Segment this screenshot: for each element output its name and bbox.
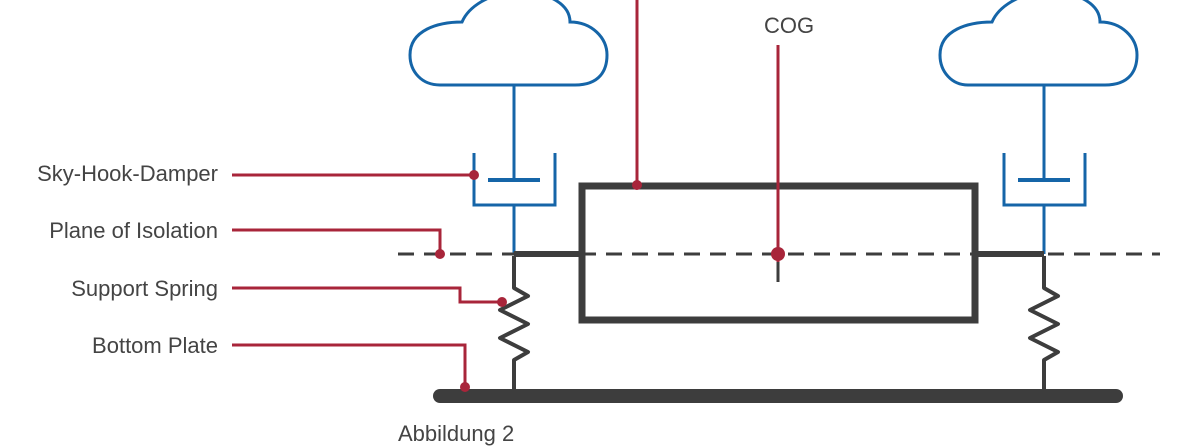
support-spring-leader <box>232 286 502 304</box>
bottom-plate-leader <box>232 343 467 387</box>
plane-of-isolation-leader-dot <box>435 249 445 259</box>
left-spring-icon <box>498 256 530 390</box>
plane-of-isolation-leader <box>232 228 442 254</box>
bottom-plate-label: Bottom Plate <box>92 333 218 358</box>
cog-label: COG <box>764 13 815 38</box>
right-cloud-icon <box>938 0 1139 87</box>
sky-hook-damper-leader-dot <box>469 170 479 180</box>
right-spring-icon <box>1028 256 1060 390</box>
support-spring-leader-dot <box>497 297 507 307</box>
right-damper-icon <box>1002 85 1087 254</box>
sky-hook-isolation-diagram <box>232 0 1160 403</box>
cog-marker <box>771 247 785 261</box>
bottom-plate-leader-dot <box>460 382 470 392</box>
left-damper-icon <box>472 85 557 254</box>
left-cloud-icon <box>408 0 609 87</box>
support-spring-label: Support Spring <box>71 276 218 301</box>
plane-of-isolation-label: Plane of Isolation <box>49 218 218 243</box>
figure-caption: Abbildung 2 <box>398 421 515 446</box>
sky-hook-damper-label: Sky-Hook-Damper <box>37 161 218 186</box>
mass-leader-dot <box>632 180 642 190</box>
